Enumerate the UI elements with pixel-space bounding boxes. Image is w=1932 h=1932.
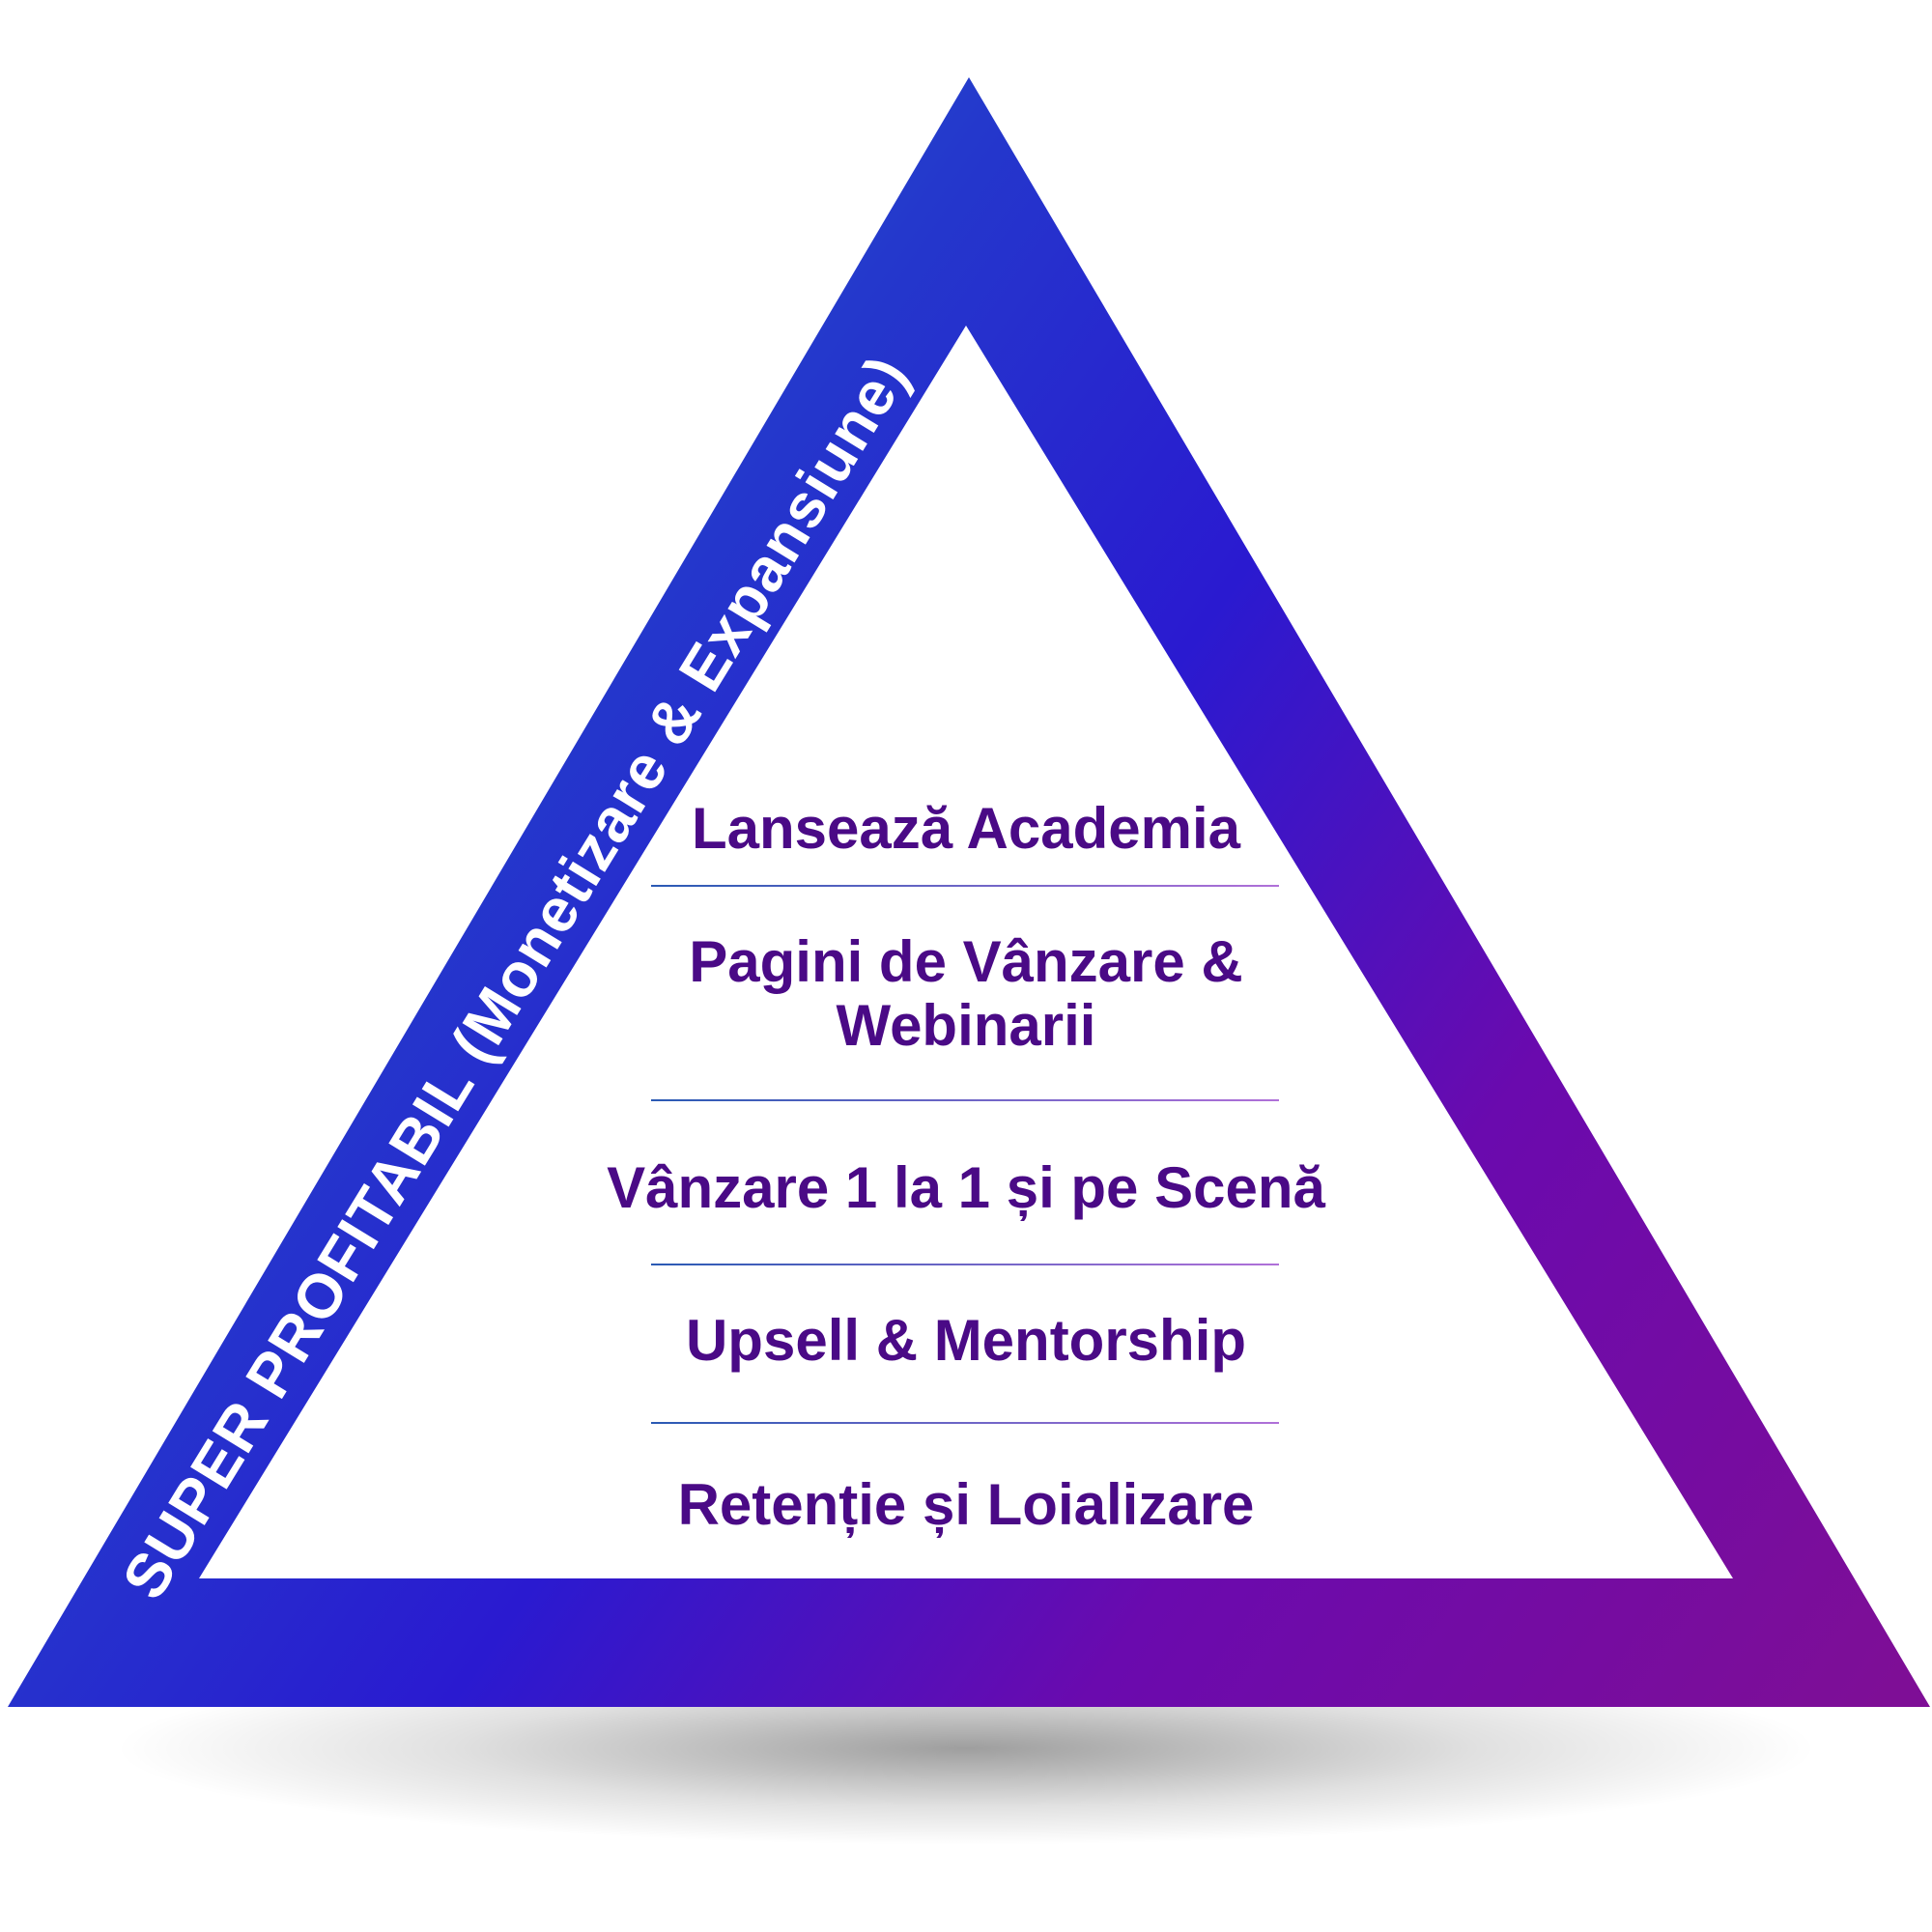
pyramid-item-2-line-2: Webinarii bbox=[837, 993, 1096, 1058]
divider-line-4 bbox=[651, 1422, 1279, 1424]
pyramid-frame bbox=[8, 77, 1930, 1707]
pyramid-item-2: Pagini de Vânzare &Webinarii bbox=[689, 929, 1243, 1058]
pyramid-item-3: Vânzare 1 la 1 și pe Scenă bbox=[607, 1155, 1325, 1221]
pyramid-item-1: Lansează Academia bbox=[692, 796, 1241, 861]
pyramid-item-4: Upsell & Mentorship bbox=[686, 1308, 1246, 1373]
pyramid-item-4-line-1: Upsell & Mentorship bbox=[686, 1308, 1246, 1373]
divider-line-3 bbox=[651, 1264, 1279, 1265]
pyramid-item-5-line-1: Retenție și Loializare bbox=[678, 1472, 1255, 1538]
pyramid-item-2-line-1: Pagini de Vânzare & bbox=[689, 929, 1243, 994]
pyramid-item-5: Retenție și Loializare bbox=[678, 1472, 1255, 1538]
pyramid-item-1-line-1: Lansează Academia bbox=[692, 796, 1241, 861]
pyramid-item-3-line-1: Vânzare 1 la 1 și pe Scenă bbox=[607, 1155, 1325, 1221]
divider-line-2 bbox=[651, 1099, 1279, 1101]
divider-line-1 bbox=[651, 885, 1279, 887]
